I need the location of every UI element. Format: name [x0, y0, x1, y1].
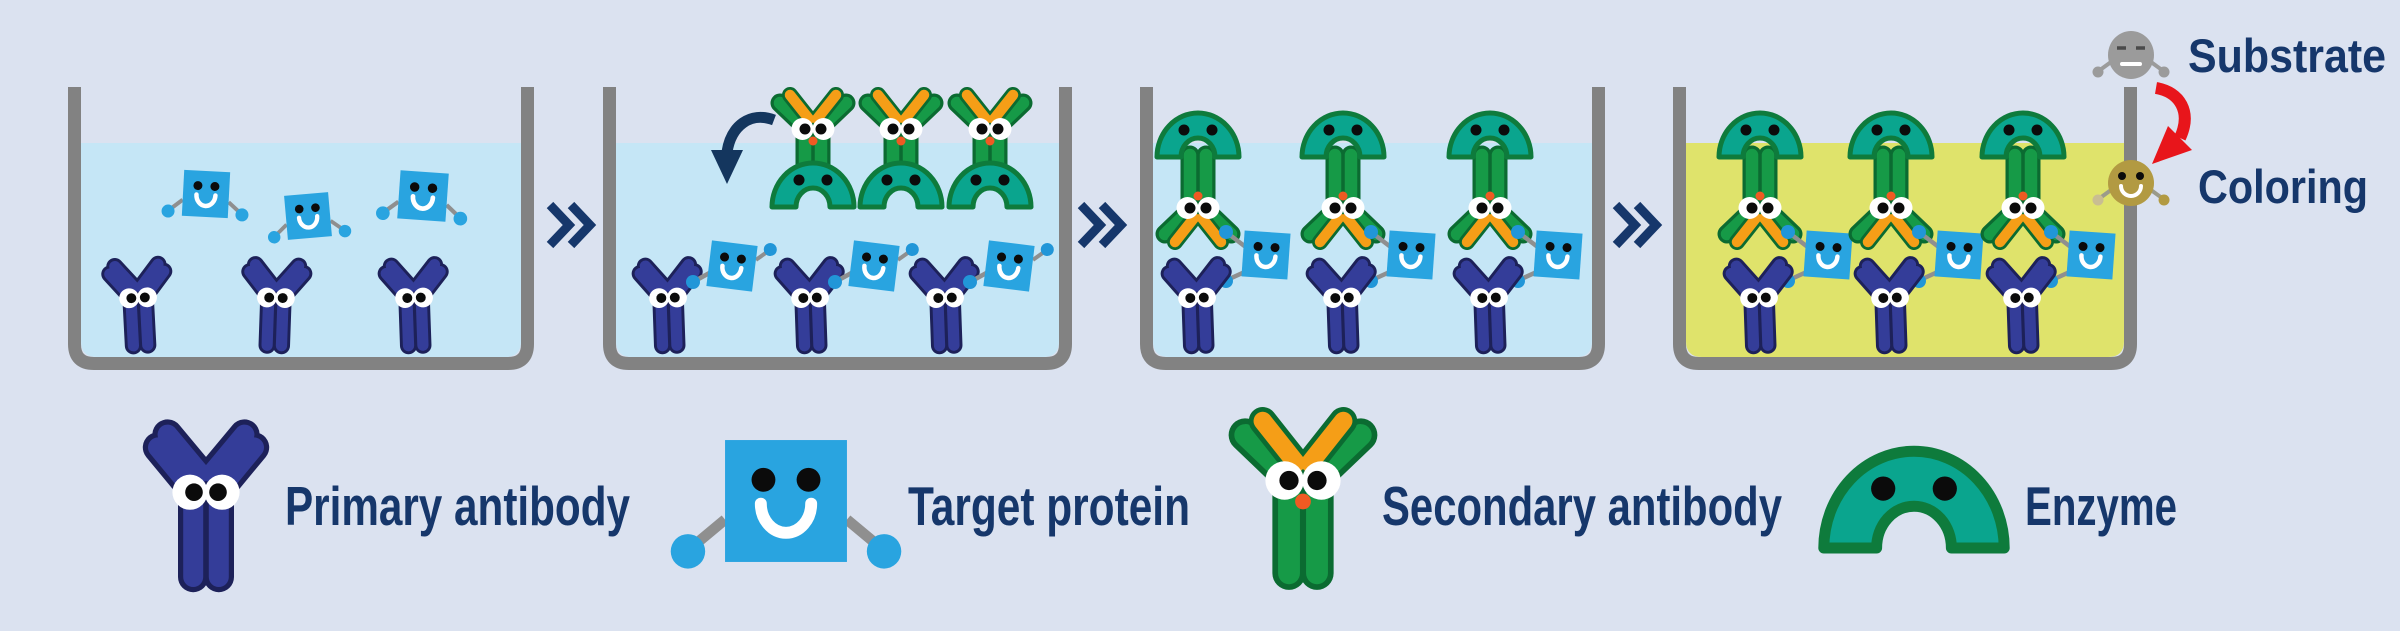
coloring-label: Coloring — [2198, 160, 2368, 213]
double-chevron-right-icon — [1616, 205, 1656, 245]
navy-curved-down-arrow-icon — [711, 111, 776, 184]
well-stage-4 — [1673, 87, 2137, 370]
legend-item-enzyme: Enzyme — [1824, 451, 2177, 548]
well-stage-3 — [1140, 87, 1605, 370]
well-wall — [68, 87, 534, 370]
legend-item-primary-antibody: Primary antibody — [158, 435, 630, 577]
well-stage-2 — [603, 87, 1072, 370]
secondary-antibody-icon — [1245, 421, 1361, 573]
red-curved-down-arrow-icon — [2152, 82, 2192, 164]
double-chevron-right-icon — [1081, 205, 1121, 245]
legend: Primary antibody Target protein Secondar… — [158, 421, 2177, 577]
liquid-blue — [1153, 143, 1592, 357]
legend-label: Enzyme — [2025, 475, 2177, 537]
well-wall — [603, 87, 1072, 370]
well-wall — [1140, 87, 1605, 370]
legend-label: Target protein — [908, 475, 1190, 537]
enzyme-icon — [1824, 451, 2004, 548]
target-protein-icon — [671, 440, 902, 569]
substrate-character-icon — [2090, 29, 2172, 81]
well-stage-1 — [68, 87, 534, 370]
legend-label: Primary antibody — [285, 475, 630, 537]
primary-antibody-icon — [158, 435, 254, 577]
substrate-label: Substrate — [2188, 29, 2386, 82]
legend-item-target-protein: Target protein — [671, 440, 1190, 569]
legend-item-secondary-antibody: Secondary antibody — [1245, 421, 1782, 573]
well-wall — [1673, 87, 2137, 370]
legend-label: Secondary antibody — [1382, 475, 1782, 537]
double-chevron-right-icon — [550, 205, 590, 245]
